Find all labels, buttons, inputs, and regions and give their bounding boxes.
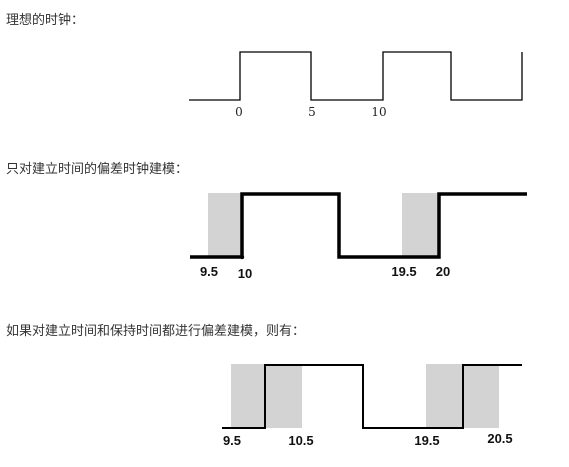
caption-setup-hold-skew: 如果对建立时间和保持时间都进行偏差建模，则有： xyxy=(6,324,306,339)
setup-hold-tick-9-5: 9.5 xyxy=(223,433,241,448)
caption-setup-skew: 只对建立时间的偏差时钟建模： xyxy=(6,162,189,177)
setup-hold-tick-20-5: 20.5 xyxy=(487,431,512,446)
setup-tick-20: 20 xyxy=(436,264,450,279)
setup-skew-waveform xyxy=(190,192,527,259)
setup-hold-tick-19-5: 19.5 xyxy=(414,433,439,448)
setup-tick-9-5: 9.5 xyxy=(200,264,218,279)
ideal-tick-10: 10 xyxy=(371,105,386,119)
setup-hold-skew-waveform xyxy=(222,364,522,429)
setup-hold-band-1 xyxy=(231,364,302,428)
ideal-tick-0: 0 xyxy=(235,105,243,119)
caption-ideal-clock: 理想的时钟： xyxy=(6,13,85,28)
setup-hold-tick-10-5: 10.5 xyxy=(288,433,313,448)
ideal-clock-waveform xyxy=(189,51,523,101)
setup-tick-10: 10 xyxy=(238,266,252,281)
setup-edge-marker xyxy=(239,254,245,260)
setup-tick-19-5: 19.5 xyxy=(391,264,416,279)
ideal-tick-5: 5 xyxy=(308,105,316,119)
setup-uncertainty-band-2 xyxy=(402,193,439,258)
setup-uncertainty-band-1 xyxy=(208,193,242,258)
